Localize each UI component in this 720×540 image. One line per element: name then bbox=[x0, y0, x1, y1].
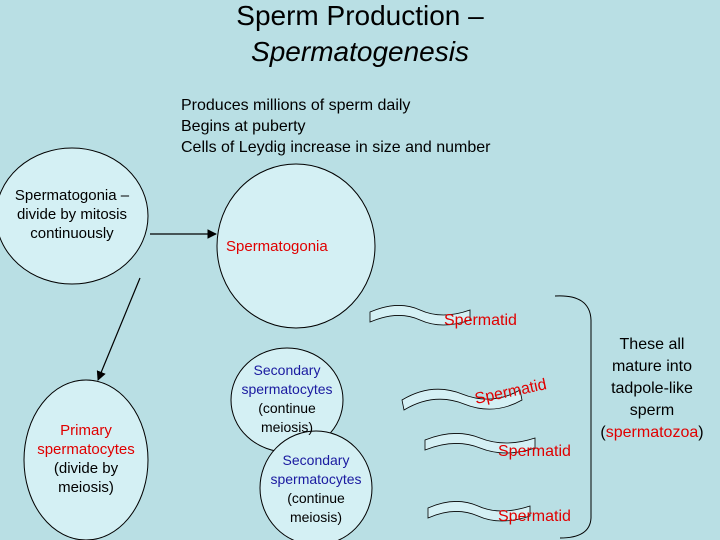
bullet-item: Cells of Leydig increase in size and num… bbox=[181, 139, 491, 156]
label-spermatogonia-mitosis: Spermatogonia – divide by mitosis contin… bbox=[0, 186, 146, 243]
side-note-line: sperm bbox=[629, 402, 675, 419]
spermatid-ribbon-1 bbox=[369, 305, 471, 326]
label-line: Primary bbox=[60, 422, 112, 439]
label-line: (continue bbox=[258, 400, 316, 416]
label-spermatogonia: Spermatogonia bbox=[226, 238, 328, 255]
side-note-line: mature into bbox=[611, 358, 693, 375]
spermatid-ribbon-3 bbox=[424, 433, 536, 454]
label-line: spermatocytes bbox=[241, 381, 333, 397]
label-line: continuously bbox=[30, 225, 114, 242]
label-primary-spermatocyte: Primary spermatocytes (divide by meiosis… bbox=[22, 421, 150, 497]
label-line: spermatocytes bbox=[37, 441, 135, 458]
paren: ( bbox=[600, 424, 606, 441]
bullet-list: Produces millions of sperm daily Begins … bbox=[181, 95, 491, 158]
title-line-1: Sperm Production – bbox=[236, 0, 484, 31]
label-line: Secondary bbox=[282, 452, 350, 468]
label-spermatid-1: Spermatid bbox=[444, 312, 517, 329]
cell-primary-spermatocyte bbox=[23, 379, 149, 540]
side-note-line: These all bbox=[619, 336, 685, 353]
label-line: meiosis) bbox=[260, 419, 314, 435]
title-line-2: Spermatogenesis bbox=[251, 36, 469, 67]
label-spermatid-4: Spermatid bbox=[498, 508, 571, 525]
label-line: divide by mitosis bbox=[16, 206, 128, 223]
bullet-item: Begins at puberty bbox=[181, 118, 306, 135]
side-note-line: (spermatozoa) bbox=[588, 422, 716, 444]
label-line: (divide by bbox=[53, 460, 119, 477]
label-line: meiosis) bbox=[58, 479, 114, 496]
spermatid-ribbon-4 bbox=[427, 501, 531, 522]
label-spermatid-3: Spermatid bbox=[498, 443, 571, 460]
side-note: These all mature into tadpole-like sperm… bbox=[588, 334, 716, 444]
label-line: spermatocytes bbox=[270, 471, 362, 487]
grouping-bracket bbox=[554, 295, 592, 539]
cell-spermatogonia bbox=[216, 163, 376, 329]
paren: ) bbox=[698, 424, 704, 441]
label-line: meiosis) bbox=[289, 509, 343, 525]
side-note-line: tadpole-like bbox=[611, 380, 693, 397]
label-secondary-spermatocyte-1: Secondary spermatocytes (continue meiosi… bbox=[230, 361, 344, 437]
label-line: Spermatogonia – bbox=[14, 187, 130, 204]
bullet-item: Produces millions of sperm daily bbox=[181, 97, 411, 114]
label-line: Secondary bbox=[253, 362, 321, 378]
arrow-to-primary bbox=[96, 277, 141, 381]
cell-spermatogonia-mitosis bbox=[0, 147, 149, 285]
label-secondary-spermatocyte-2: Secondary spermatocytes (continue meiosi… bbox=[259, 451, 373, 527]
spermatid-ribbon-2 bbox=[401, 388, 523, 411]
cell-secondary-spermatocyte-2 bbox=[259, 430, 373, 540]
label-line: (continue bbox=[287, 490, 345, 506]
spermatozoa-term: spermatozoa bbox=[605, 424, 699, 441]
